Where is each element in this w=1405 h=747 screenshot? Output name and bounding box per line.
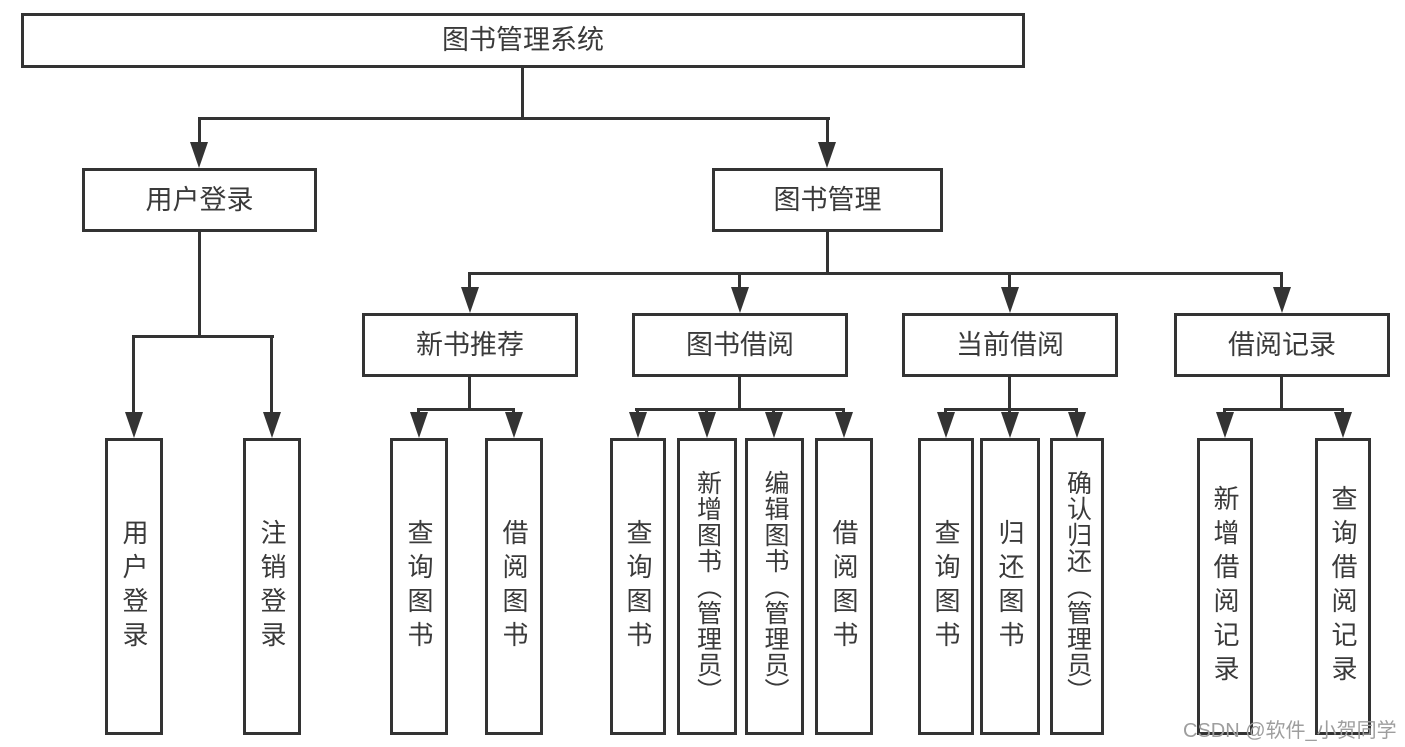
leaf-user-login: 用户登录 <box>105 438 163 735</box>
node-current-borrowing-label: 当前借阅 <box>956 329 1064 360</box>
arrow-down-icon <box>731 287 749 313</box>
arrow-down-icon <box>1273 287 1291 313</box>
leaf-query-books-recommend: 查询图书 <box>390 438 448 735</box>
node-current-borrowing: 当前借阅 <box>902 313 1118 377</box>
arrow-down-icon <box>461 287 479 313</box>
arrow-down-icon <box>125 412 143 438</box>
arrow-down-icon <box>818 142 836 168</box>
node-new-book-recommend-label: 新书推荐 <box>416 329 524 360</box>
edge-drop-leaf-logout <box>270 335 273 415</box>
node-user-login-label: 用户登录 <box>145 184 254 215</box>
edge-drop-borrow-records <box>1280 272 1283 290</box>
node-user-login: 用户登录 <box>82 168 317 232</box>
leaf-confirm-return-admin: 确认归还（管理员） <box>1050 438 1104 735</box>
arrow-down-icon <box>190 142 208 168</box>
arrow-down-icon <box>1001 412 1019 438</box>
edge-drop-new-book-rec <box>468 272 471 290</box>
edge-userlogin-stem <box>198 232 201 338</box>
edge-drop-current-borrow <box>1008 272 1011 290</box>
arrow-down-icon <box>698 412 716 438</box>
node-book-borrowing: 图书借阅 <box>632 313 848 377</box>
node-book-borrowing-label: 图书借阅 <box>686 329 794 360</box>
edge-root-stem <box>521 68 524 120</box>
leaf-query-books-current: 查询图书 <box>918 438 974 735</box>
arrow-down-icon <box>629 412 647 438</box>
node-new-book-recommend: 新书推荐 <box>362 313 578 377</box>
arrow-down-icon <box>937 412 955 438</box>
edge-drop-book-mgmt <box>826 117 829 145</box>
arrow-down-icon <box>505 412 523 438</box>
edge-userlogin-branch <box>133 335 274 338</box>
leaf-borrow-books-recommend: 借阅图书 <box>485 438 543 735</box>
arrow-down-icon <box>410 412 428 438</box>
leaf-edit-books-admin: 编辑图书（管理员） <box>745 438 804 735</box>
arrow-down-icon <box>1068 412 1086 438</box>
node-borrowing-records-label: 借阅记录 <box>1228 329 1336 360</box>
edge-drop-user-login <box>198 117 201 145</box>
edge-currentborrow-stem <box>1008 377 1011 411</box>
leaf-query-books-borrowing: 查询图书 <box>610 438 666 735</box>
node-borrowing-records: 借阅记录 <box>1174 313 1390 377</box>
arrow-down-icon <box>263 412 281 438</box>
arrow-down-icon <box>835 412 853 438</box>
edge-root-branch <box>198 117 830 120</box>
edge-drop-leaf-user-login <box>132 335 135 415</box>
edge-bookmgmt-branch <box>469 272 1283 275</box>
node-root: 图书管理系统 <box>21 13 1025 68</box>
leaf-add-books-admin: 新增图书（管理员） <box>677 438 737 735</box>
node-root-label: 图书管理系统 <box>442 25 604 55</box>
edge-currentborrow-branch <box>945 408 1078 411</box>
leaf-logout: 注销登录 <box>243 438 301 735</box>
node-book-management: 图书管理 <box>712 168 943 232</box>
edge-drop-book-borrow <box>738 272 741 290</box>
csdn-watermark: CSDN @软件_小贺同学 <box>1183 720 1397 742</box>
arrow-down-icon <box>1216 412 1234 438</box>
arrow-down-icon <box>765 412 783 438</box>
edge-bookmgmt-stem <box>826 232 829 275</box>
leaf-query-borrow-record: 查询借阅记录 <box>1315 438 1371 735</box>
edge-bookborrow-stem <box>738 377 741 411</box>
leaf-add-borrow-record: 新增借阅记录 <box>1197 438 1253 735</box>
edge-newbookrec-stem <box>468 377 471 411</box>
edge-borrowrecords-stem <box>1280 377 1283 411</box>
leaf-return-books: 归还图书 <box>980 438 1040 735</box>
arrow-down-icon <box>1334 412 1352 438</box>
edge-bookborrow-branch <box>635 408 845 411</box>
leaf-borrow-books-borrowing: 借阅图书 <box>815 438 873 735</box>
arrow-down-icon <box>1001 287 1019 313</box>
edge-borrowrecords-branch <box>1224 408 1344 411</box>
node-book-management-label: 图书管理 <box>773 184 882 215</box>
edge-newbookrec-branch <box>418 408 515 411</box>
